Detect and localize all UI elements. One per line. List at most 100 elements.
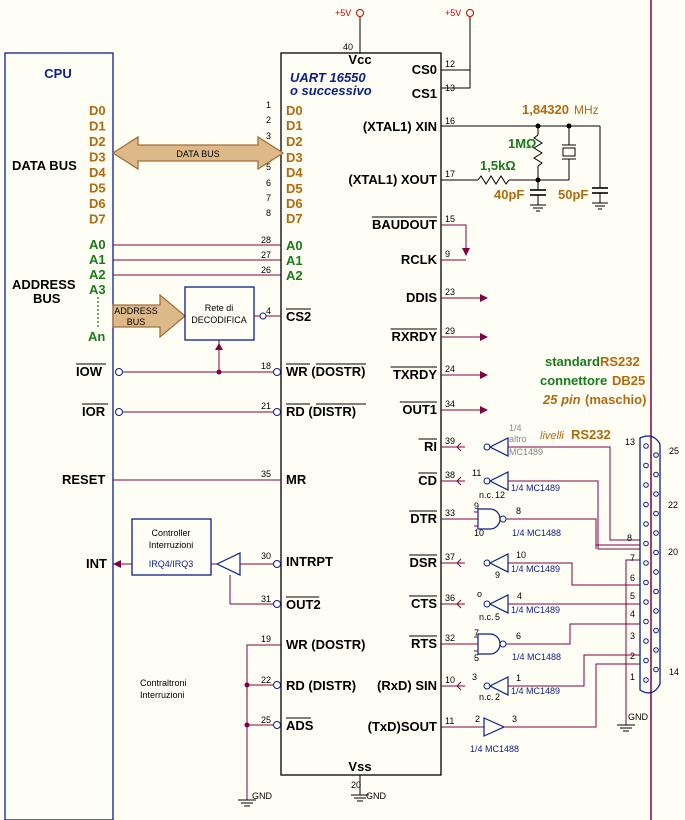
uart-right-pin-label: RCLK (401, 252, 438, 267)
uart-right-pin-num: 23 (445, 287, 455, 297)
r1-label: 1MΩ (508, 136, 536, 151)
receiver-gate (488, 437, 509, 457)
uart-left-pin-num: 35 (261, 469, 271, 479)
decoder-box (184, 286, 255, 341)
gate-wire (508, 654, 640, 687)
gate-bubble (499, 515, 507, 523)
cs2-bubble (259, 312, 267, 320)
uart-left-pin-label: WR (DOSTR) (286, 637, 365, 652)
plus5v-cs1-wire (441, 17, 471, 89)
uart-right-pin-label: DTR (410, 511, 437, 526)
uart-right-pin-num: 37 (445, 552, 455, 562)
cpu-data-line-label: D6 (89, 196, 106, 211)
uart-vss: Vss (348, 759, 371, 774)
uart-left-pin-num: 3 (266, 131, 271, 141)
cpu-iow-label: IOW (76, 364, 103, 379)
uart-right-pin-num: 15 (445, 214, 455, 224)
uart-right-pin-num: 9 (445, 249, 450, 259)
rd-bubble (273, 408, 281, 416)
ads-gnd-junction (244, 722, 250, 728)
uart-left-pin-num: 2 (266, 115, 271, 125)
cpu-data-line-label: D5 (89, 181, 106, 196)
xout-junction (535, 177, 541, 183)
uart-right-pin-label: RXRDY (391, 329, 437, 344)
output-arrowhead (480, 371, 488, 379)
cpu-title: CPU (44, 66, 71, 81)
uart-right-pin-label: (TxD)SOUT (368, 719, 437, 734)
db25-pin-top-row (643, 677, 649, 683)
uart-right-pin-label: DSR (410, 555, 438, 570)
output-arrowhead (480, 294, 488, 302)
wr-bubble (273, 368, 281, 376)
output-pin-arrows (441, 294, 488, 414)
uart-left-pin-num: 4 (266, 306, 271, 316)
plus5v-terminal-1 (356, 9, 364, 17)
db25-pin-top-row (643, 501, 649, 508)
uart-right-pin-label: CTS (411, 596, 437, 611)
livelli-a: livelli (540, 430, 564, 442)
gnd-label-3: GND (628, 712, 649, 722)
db25-pin-num: 3 (630, 631, 635, 641)
cpu-address-bus-label-1: ADDRESS (12, 277, 76, 292)
db25-pin-num: 8 (627, 533, 632, 543)
plus5v-label-1: +5V (335, 8, 351, 18)
decoder-iow-arrowhead (215, 343, 223, 350)
gate-pin-num: 1 (516, 673, 521, 683)
rs232-line3-a: 25 pin (542, 392, 581, 407)
uart-left-pin-num: 21 (261, 401, 271, 411)
uart-right-pin-num: 34 (445, 399, 455, 409)
vcc-supply-2: +5V (441, 8, 474, 89)
uart-left-pin-label: A2 (286, 268, 303, 283)
crystal-freq: 1,84320 (522, 102, 569, 117)
uart-right-pin-label: OUT1 (402, 402, 437, 417)
gate-part-label: n.c. (479, 490, 494, 500)
uart-right-pin-label: TXRDY (393, 367, 437, 382)
db25-pin-bottom-row (653, 549, 659, 556)
db25-pin-top-row (643, 599, 649, 605)
db25-pin-bottom-row (653, 666, 659, 673)
db25-pin-bottom-row (653, 588, 659, 595)
gate-part-label: n.c. (479, 612, 494, 622)
cpu-data-line-label: D3 (89, 150, 106, 165)
cpu-ior-label: IOR (82, 404, 106, 419)
cpu-data-line-label: D7 (89, 212, 106, 227)
db25-pin-bottom-row (653, 471, 659, 478)
rs232-line3-b: (maschio) (585, 392, 646, 407)
db25-pin-bottom-row (653, 452, 659, 458)
rs232-line1-b: RS232 (600, 354, 640, 369)
db25-pin-bottom-row (653, 608, 659, 614)
gate-wire (506, 623, 640, 645)
gate-pin-num: o (477, 589, 482, 599)
uart-vcc: Vcc (348, 52, 371, 67)
uart-left-pin-label: D6 (286, 196, 303, 211)
gate-pin-num: 5 (474, 653, 479, 663)
db25-pin-top-row (643, 657, 649, 664)
uart-left-pin-num: 1 (266, 100, 271, 110)
crystal-network: 1,84320 MHz 1,5kΩ 1MΩ 40pF 50pF (441, 102, 608, 212)
uart-left-pin-label: D0 (286, 103, 303, 118)
uart-left-pin-num: 22 (261, 675, 271, 685)
c1-label: 40pF (494, 187, 524, 202)
gate-pin-num: 3 (472, 672, 477, 682)
gate-pin-num: 10 (474, 528, 484, 538)
uart-left-pin-label: RD (DISTR) (286, 404, 356, 419)
driver-gate (483, 717, 506, 737)
uart-right-pin-label: CD (418, 473, 437, 488)
ri-gate-altro: altro (509, 434, 527, 444)
rd-gnd-bubble (273, 681, 281, 689)
db25-pin-bottom-row (653, 530, 659, 536)
irq-buffer-gate (215, 552, 241, 576)
uart-left-pin-label: WR (DOSTR) (286, 364, 365, 379)
gnd-label-1: GND (252, 791, 273, 801)
int-arrowhead (113, 560, 121, 568)
uart-right-pin-label: BAUDOUT (372, 217, 437, 232)
uart-right-pin-label: CS1 (412, 86, 437, 101)
db25-pin-top-row (643, 540, 649, 547)
cpu-an-label: An (88, 329, 105, 344)
uart-left-pin-num: 18 (261, 361, 271, 371)
uart-left-pin-label: CS2 (286, 309, 311, 324)
uart-right-pin-num: 33 (445, 508, 455, 518)
gate-pin-num: 9 (495, 570, 500, 580)
db25-pin-num: 22 (668, 500, 678, 510)
